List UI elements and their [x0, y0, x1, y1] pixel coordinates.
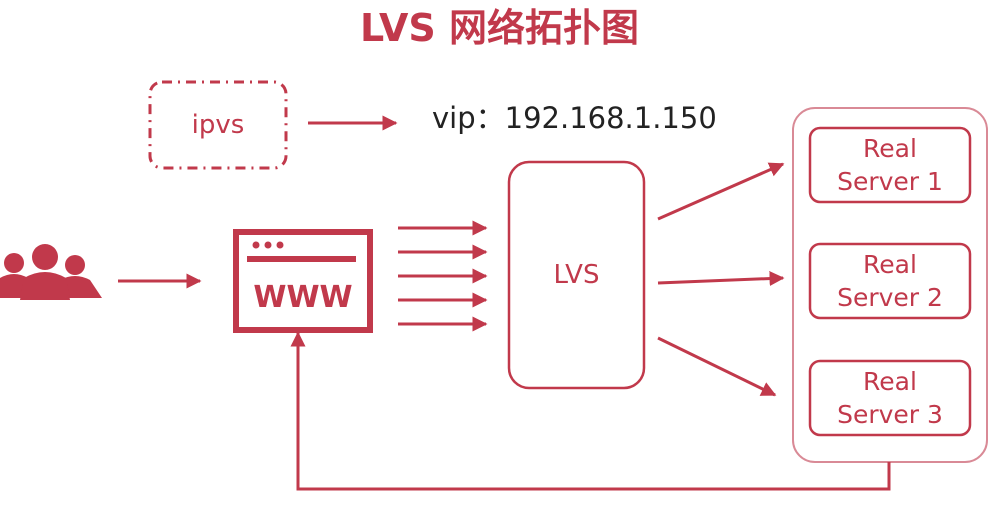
real-server-2-line2: Server 2 [837, 283, 943, 312]
browser-www-icon: WWW [233, 229, 373, 333]
real-server-1-line1: Real [863, 134, 917, 163]
real-server-1: Real Server 1 [812, 132, 968, 198]
real-server-2: Real Server 2 [812, 248, 968, 314]
lvs-label: LVS [553, 260, 600, 290]
lvs-to-servers-arrows [657, 162, 785, 397]
real-server-1-line2: Server 1 [837, 167, 943, 196]
vip-label: vip：192.168.1.150 [432, 101, 717, 135]
lvs-box [507, 160, 646, 390]
www-to-lvs-arrows [398, 220, 488, 332]
real-server-3-line1: Real [863, 367, 917, 396]
real-server-3: Real Server 3 [812, 365, 968, 431]
users-icon [0, 244, 102, 300]
page-title: LVS 网络拓扑图 [360, 6, 639, 50]
real-server-2-box [808, 242, 972, 320]
www-text: WWW [253, 280, 352, 315]
real-server-3-line2: Server 3 [837, 400, 943, 429]
real-server-3-box [808, 359, 972, 437]
return-path-arrow [290, 331, 891, 491]
ipvs-label: ipvs [191, 110, 245, 140]
real-server-2-line1: Real [863, 250, 917, 279]
real-server-1-box [808, 126, 972, 204]
ipvs-box [148, 80, 288, 170]
